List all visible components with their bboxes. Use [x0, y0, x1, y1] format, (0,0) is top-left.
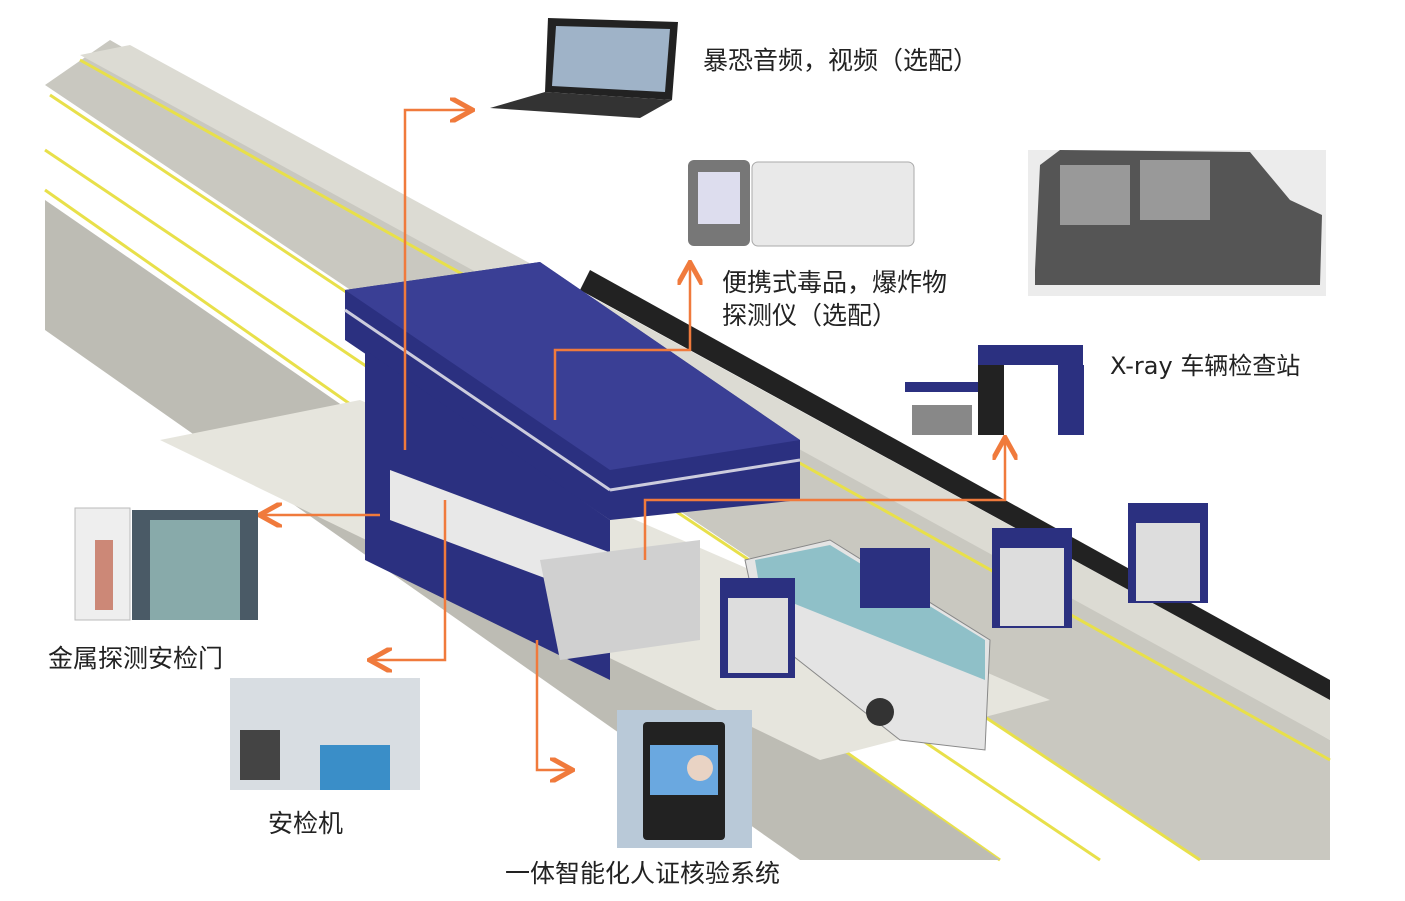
label-id-verification: 一体智能化人证核验系统	[505, 859, 781, 888]
label-metal-door: 金属探测安检门	[48, 644, 224, 673]
callout-arrows	[262, 110, 1005, 770]
xray-station-icon	[905, 345, 1084, 435]
label-detector-line1: 便携式毒品，爆炸物	[722, 268, 948, 297]
label-audio-video: 暴恐音频，视频（选配）	[703, 46, 979, 75]
explosive-detector-icon	[688, 160, 915, 247]
toll-booths	[720, 503, 1208, 678]
metal-detector-door-image	[74, 507, 258, 621]
security-xray-machine-image	[230, 678, 420, 790]
police-booth	[344, 262, 801, 680]
label-detector-line2: 探测仪（选配）	[722, 301, 898, 330]
label-security-machine: 安检机	[268, 809, 344, 838]
laptop-icon	[490, 18, 678, 118]
face-verification-terminal-image	[617, 710, 752, 848]
bus-icon	[744, 539, 991, 751]
label-xray-station: X-ray 车辆检查站	[1110, 352, 1301, 380]
xray-car-image	[1028, 150, 1326, 296]
